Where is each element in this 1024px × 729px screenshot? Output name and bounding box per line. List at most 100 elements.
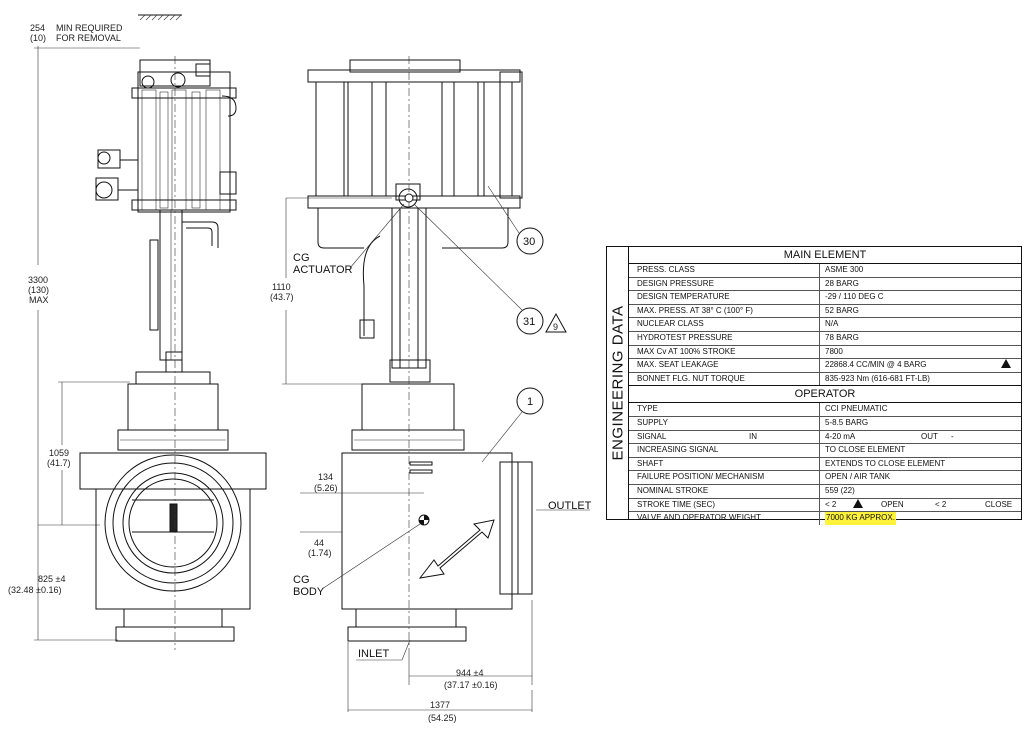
main-element-row-label: BONNET FLG. NUT TORQUE (637, 373, 745, 383)
operator-row: SHAFT EXTENDS TO CLOSE ELEMENT (629, 457, 1021, 472)
main-element-row-label: NUCLEAR CLASS (637, 319, 704, 329)
operator-row-label: FAILURE POSITION/ MECHANISM (637, 472, 765, 482)
main-element-row-value: ASME 300 (825, 265, 864, 274)
height-dim-inch: (130) (28, 285, 49, 295)
operator-row-label: TYPE (637, 404, 658, 414)
dim-44-value: 44 (314, 538, 324, 548)
balloon-31: 31 (413, 203, 544, 335)
revision-triangle-9: 9 (545, 312, 567, 333)
main-element-row-value: 22868.4 CC/MIN @ 4 BARG (825, 360, 927, 370)
dim-1110-inch: (43.7) (270, 292, 294, 302)
main-element-row-value: -29 / 110 DEG C (825, 292, 884, 302)
main-element-row: PRESS. CLASS ASME 300 (629, 264, 1021, 278)
main-element-row: DESIGN PRESSURE 28 BARG (629, 277, 1021, 292)
main-element-row-value: 28 BARG (825, 278, 859, 288)
removal-ground-hatch (138, 14, 182, 21)
main-element-row-label: DESIGN TEMPERATURE (637, 292, 730, 302)
signal-in-label: IN (749, 431, 757, 441)
operator-row: FAILURE POSITION/ MECHANISM OPEN / AIR TA… (629, 471, 1021, 485)
operator-row-value: < 2 (825, 499, 837, 509)
main-element-title: MAIN ELEMENT (629, 247, 1021, 264)
revision-triangle-icon (853, 498, 863, 508)
main-element-row-value: 52 BARG (825, 305, 859, 315)
operator-row-label: NOMINAL STROKE (637, 485, 709, 495)
svg-text:30: 30 (523, 236, 535, 248)
cg-actuator-label-2: ACTUATOR (293, 264, 353, 276)
removal-dim-inch: (10) (30, 33, 46, 43)
outlet-label: OUTLET (548, 500, 592, 512)
cg-actuator-label-1: CG (293, 252, 310, 264)
main-element-row-label: HYDROTEST PRESSURE (637, 332, 733, 342)
dim-825-value: 825 ±4 (38, 574, 65, 584)
main-element-row: BONNET FLG. NUT TORQUE 835-923 Nm (616-68… (629, 372, 1021, 386)
operator-row-label: VALVE AND OPERATOR WEIGHT (637, 513, 761, 523)
dim-1377-value: 1377 (430, 700, 450, 710)
revision-triangle-icon (1001, 359, 1011, 369)
main-element-row: MAX. PRESS. AT 38° C (100° F) 52 BARG (629, 304, 1021, 319)
main-element-row-value: N/A (825, 319, 839, 329)
main-element-row-label: MAX. PRESS. AT 38° C (100° F) (637, 305, 753, 315)
operator-row-value: EXTENDS TO CLOSE ELEMENT (825, 458, 946, 468)
svg-text:31: 31 (523, 316, 535, 328)
operator-row: VALVE AND OPERATOR WEIGHT 7000 KG APPROX. (629, 512, 1021, 525)
main-element-row: DESIGN TEMPERATURE -29 / 110 DEG C (629, 291, 1021, 305)
engineering-data-table: ENGINEERING DATA MAIN ELEMENT PRESS. CLA… (606, 246, 1022, 525)
operator-row-label: SHAFT (637, 458, 664, 468)
cg-body-label-2: BODY (293, 586, 325, 598)
dim-1059-value: 1059 (49, 448, 69, 458)
main-element-row-label: MAX Cv AT 100% STROKE (637, 346, 736, 356)
engineering-data-title: ENGINEERING DATA (609, 305, 626, 461)
dim-1377-inch: (54.25) (428, 713, 457, 723)
stroke-open-label: OPEN (881, 499, 904, 509)
dim-1059-inch: (41.7) (47, 458, 71, 468)
operator-row-value: 4-20 mA (825, 431, 856, 441)
signal-out-label: OUT (921, 431, 938, 441)
main-element-row-value: 78 BARG (825, 332, 859, 342)
right-view (307, 56, 533, 650)
operator-row-label: SUPPLY (637, 417, 668, 427)
operator-row-label: INCREASING SIGNAL (637, 445, 719, 455)
dim-825-inch: (32.48 ±0.16) (8, 585, 61, 595)
removal-dim-value: 254 (30, 23, 45, 33)
dim-944-value: 944 ±4 (456, 668, 483, 678)
svg-text:9: 9 (553, 322, 558, 332)
main-element-row-label: MAX. SEAT LEAKAGE (637, 360, 719, 370)
operator-row-label: STROKE TIME (SEC) (637, 499, 716, 509)
main-element-row-label: DESIGN PRESSURE (637, 278, 714, 288)
dim-1110-value: 1110 (272, 282, 291, 292)
stroke-close-value: < 2 (935, 499, 947, 509)
height-dim-max: MAX (29, 295, 49, 305)
signal-out-value: - (951, 431, 954, 441)
main-element-row-label: PRESS. CLASS (637, 265, 695, 274)
removal-note-1: MIN REQUIRED (56, 23, 123, 33)
operator-row-value: 559 (22) (825, 485, 855, 495)
removal-note-2: FOR REMOVAL (56, 33, 121, 43)
operator-row: TYPE CCI PNEUMATIC (629, 403, 1021, 417)
operator-row: STROKE TIME (SEC) < 2 OPEN < 2 CLOSE (629, 498, 1021, 513)
dim-44-inch: (1.74) (308, 548, 332, 558)
stroke-close-label: CLOSE (985, 499, 1013, 509)
balloon-1: 1 (481, 387, 544, 463)
operator-row-value: OPEN / AIR TANK (825, 472, 891, 482)
main-element-row-value: 835-923 Nm (616-681 FT-LB) (825, 373, 930, 383)
svg-text:1: 1 (527, 396, 533, 408)
operator-row-label: SIGNAL (637, 431, 667, 441)
dim-944-inch: (37.17 ±0.16) (444, 680, 497, 690)
main-element-row: NUCLEAR CLASS N/A (629, 318, 1021, 332)
main-element-row: HYDROTEST PRESSURE 78 BARG (629, 331, 1021, 346)
balloon-30: 30 (487, 185, 544, 255)
main-element-row: MAX. SEAT LEAKAGE 22868.4 CC/MIN @ 4 BARG (629, 359, 1021, 373)
operator-row: NOMINAL STROKE 559 (22) (629, 484, 1021, 499)
operator-row-value: CCI PNEUMATIC (825, 404, 888, 414)
engineering-data-side-title: ENGINEERING DATA (607, 247, 629, 519)
dim-134-inch: (5.26) (314, 483, 338, 493)
cg-body-label-1: CG (293, 574, 310, 586)
operator-row-value: 7000 KG APPROX. (825, 512, 896, 525)
